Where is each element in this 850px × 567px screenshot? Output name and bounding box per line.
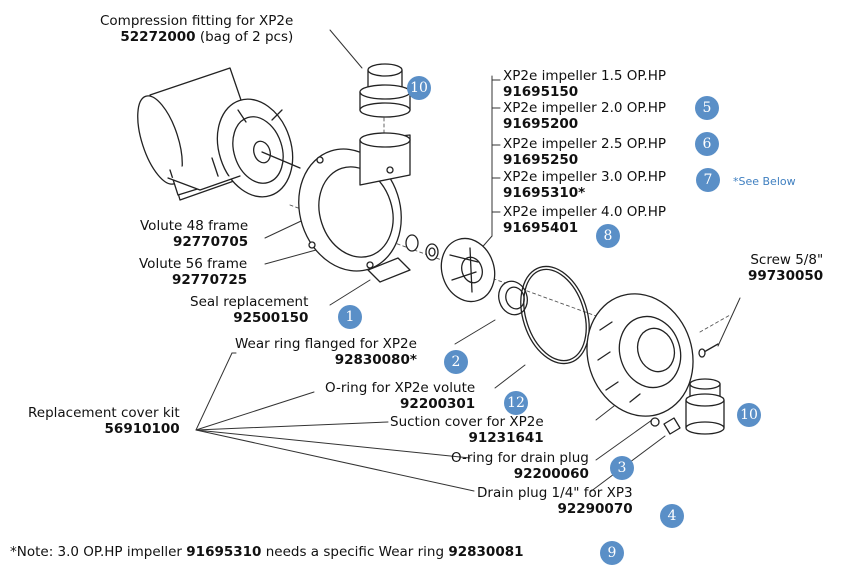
note-part-number: 92830081 (448, 544, 524, 560)
drain-plug (650, 417, 681, 435)
badge-10-right: 10 (737, 403, 761, 427)
part-description: Volute 56 frame (139, 256, 248, 272)
label-seal: Seal replacement 92500150 (190, 294, 308, 326)
part-description: XP2e impeller 2.5 OP.HP (503, 136, 667, 152)
impeller (440, 237, 496, 303)
part-description: Volute 48 frame (140, 218, 249, 234)
part-description: O-ring for drain plug (451, 450, 589, 466)
right-fitting (685, 378, 725, 435)
badge-12: 12 (504, 391, 528, 415)
part-description: O-ring for XP2e volute (325, 380, 476, 396)
part-number: 56910100 (104, 421, 180, 437)
badge-4: 4 (660, 504, 684, 528)
badge-1: 1 (338, 305, 362, 329)
footnote: *Note: 3.0 OP.HP impeller 91695310 needs… (10, 544, 524, 560)
label-wear-ring: Wear ring flanged for XP2e 92830080* (235, 336, 417, 368)
label-suction-cover: Suction cover for XP2e 91231641 (390, 414, 544, 446)
part-number: 91695200 (503, 116, 579, 132)
part-number: 92500150 (233, 310, 309, 326)
part-description: Drain plug 1/4" for XP3 (477, 485, 633, 501)
badge-6: 6 (695, 132, 719, 156)
part-number: 52272000 (120, 29, 196, 45)
leader-lines (195, 29, 741, 493)
part-number: 92770705 (173, 234, 249, 250)
part-number: 92770725 (172, 272, 248, 288)
badge-8: 8 (596, 224, 620, 248)
oring-volute (520, 265, 590, 365)
see-below-note: *See Below (733, 175, 796, 188)
part-note: (bag of 2 pcs) (195, 29, 294, 45)
part-description: XP2e impeller 2.0 OP.HP (503, 100, 667, 116)
suction-cover (586, 293, 694, 417)
part-number: 92830080* (334, 352, 417, 368)
part-description: Screw 5/8" (750, 252, 824, 268)
label-impeller-15: XP2e impeller 1.5 OP.HP 91695150 (503, 68, 666, 100)
label-volute-56: Volute 56 frame 92770725 (139, 256, 247, 288)
part-number: 92290070 (557, 501, 633, 517)
label-impeller-40: XP2e impeller 4.0 OP.HP 91695401 (503, 204, 666, 236)
label-screw: Screw 5/8" 99730050 (748, 252, 823, 284)
part-description: Seal replacement (190, 294, 309, 310)
part-number: 91695310* (503, 185, 586, 201)
screw (698, 343, 719, 358)
label-impeller-25: XP2e impeller 2.5 OP.HP 91695250 (503, 136, 666, 168)
badge-2: 2 (444, 350, 468, 374)
badge-5: 5 (695, 96, 719, 120)
part-number: 92200301 (400, 396, 476, 412)
label-compression-fitting: Compression fitting for XP2e 52272000 (b… (100, 13, 293, 45)
badge-10: 10 (407, 76, 431, 100)
label-drain-plug: Drain plug 1/4" for XP3 92290070 (477, 485, 633, 517)
part-number: 92200060 (513, 466, 589, 482)
top-fitting (359, 63, 411, 118)
note-part-number: 91695310 (186, 544, 262, 560)
badge-9: 9 (600, 541, 624, 565)
part-number: 91231641 (468, 430, 544, 446)
part-number: 91695250 (503, 152, 579, 168)
part-description: Wear ring flanged for XP2e (235, 336, 417, 352)
part-description: Suction cover for XP2e (390, 414, 544, 430)
motor (137, 67, 301, 201)
part-number: 99730050 (748, 268, 824, 284)
badge-3: 3 (610, 456, 634, 480)
label-impeller-20: XP2e impeller 2.0 OP.HP 91695200 (503, 100, 666, 132)
part-description: Replacement cover kit (28, 405, 180, 421)
part-description: Compression fitting for XP2e (100, 13, 294, 29)
part-number: 91695401 (503, 220, 579, 236)
note-text: needs a specific Wear ring (261, 544, 449, 560)
badge-7: 7 (696, 168, 720, 192)
part-description: XP2e impeller 4.0 OP.HP (503, 204, 667, 220)
part-number: 91695150 (503, 84, 579, 100)
volute (298, 132, 411, 272)
note-text: *Note: 3.0 OP.HP impeller (10, 544, 187, 560)
label-cover-kit: Replacement cover kit 56910100 (28, 405, 180, 437)
part-description: XP2e impeller 3.0 OP.HP (503, 169, 667, 185)
part-description: XP2e impeller 1.5 OP.HP (503, 68, 667, 84)
wear-ring (498, 280, 528, 316)
label-impeller-30: XP2e impeller 3.0 OP.HP 91695310* (503, 169, 666, 201)
label-volute-48: Volute 48 frame 92770705 (140, 218, 248, 250)
label-oring-drain: O-ring for drain plug 92200060 (451, 450, 589, 482)
seal-parts (367, 234, 439, 283)
label-oring-volute: O-ring for XP2e volute 92200301 (325, 380, 475, 412)
